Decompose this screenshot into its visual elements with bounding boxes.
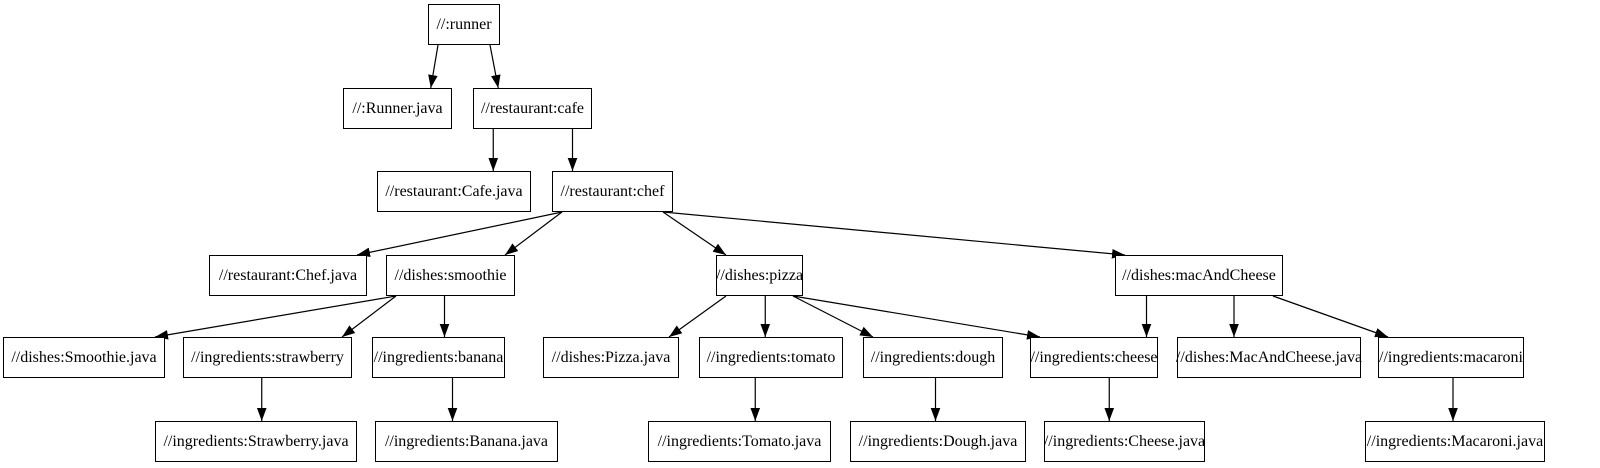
graph-node-label: //ingredients:Banana.java — [384, 433, 549, 450]
graph-node-chef_java: //restaurant:Chef.java — [209, 255, 367, 296]
graph-edge-chef--pizza — [662, 211, 727, 256]
graph-node-label: //ingredients:macaroni — [1379, 349, 1523, 366]
graph-node-chef: //restaurant:chef — [552, 171, 673, 212]
graph-node-dough_java: //ingredients:Dough.java — [850, 421, 1026, 462]
graph-node-label: //ingredients:banana — [373, 349, 504, 366]
graph-node-strawberry: //ingredients:strawberry — [183, 337, 352, 378]
graph-node-label: //restaurant:chef — [560, 183, 665, 200]
graph-node-label: //:Runner.java — [352, 100, 443, 117]
graph-edge-runner--cafe — [489, 44, 501, 89]
graph-node-label: //dishes:Smoothie.java — [11, 349, 157, 366]
edge-lines-group — [154, 44, 1458, 421]
graph-node-runner: //:runner — [428, 4, 500, 45]
graph-node-cheese: //ingredients:cheese — [1030, 337, 1158, 378]
graph-node-label: //ingredients:cheese — [1030, 349, 1158, 366]
graph-node-label: //dishes:Pizza.java — [551, 349, 671, 366]
graph-edge-runner--runner_java — [428, 44, 439, 89]
graph-edge-smoothie--strawberry — [341, 295, 397, 338]
graph-node-label: //dishes:MacAndCheese.java — [1175, 349, 1363, 366]
graph-node-label: //ingredients:dough — [870, 349, 996, 366]
graph-edge-chef--smoothie — [504, 211, 563, 256]
graph-edge-smoothie--smoothie_java — [154, 295, 397, 340]
graph-node-label: //ingredients:tomato — [706, 349, 836, 366]
graph-node-tomato_java: //ingredients:Tomato.java — [648, 421, 831, 462]
graph-node-label: //restaurant:cafe — [480, 100, 585, 117]
graph-node-cafe: //restaurant:cafe — [473, 88, 592, 129]
graph-edge-pizza--pizza_java — [668, 295, 727, 338]
graph-edge-chef--chef_java — [356, 211, 563, 258]
graph-node-label: //ingredients:Macaroni.java — [1366, 433, 1544, 450]
graph-node-macaroni_java: //ingredients:Macaroni.java — [1365, 421, 1545, 462]
graph-node-label: //dishes:smoothie — [394, 267, 507, 284]
graph-node-label: //ingredients:Strawberry.java — [163, 433, 349, 450]
graph-edge-pizza--cheese — [792, 295, 1041, 340]
graph-node-macaroni: //ingredients:macaroni — [1378, 337, 1524, 378]
graph-node-smoothie: //dishes:smoothie — [386, 255, 515, 296]
graph-node-label: //dishes:macAndCheese — [1122, 267, 1276, 284]
graph-node-tomato: //ingredients:tomato — [699, 337, 843, 378]
graph-node-label: //dishes:pizza — [715, 267, 804, 284]
graph-node-cafe_java: //restaurant:Cafe.java — [377, 171, 531, 212]
graph-node-smoothie_java: //dishes:Smoothie.java — [3, 337, 165, 378]
graph-node-banana: //ingredients:banana — [372, 337, 505, 378]
graph-node-banana_java: //ingredients:Banana.java — [375, 421, 558, 462]
graph-edge-mac_and_cheese--macaroni — [1272, 295, 1389, 338]
graph-node-cheese_java: //ingredients:Cheese.java — [1044, 421, 1205, 462]
graph-node-strawberry_java: //ingredients:Strawberry.java — [155, 421, 357, 462]
graph-node-label: //ingredients:Cheese.java — [1043, 433, 1206, 450]
graph-node-dough: //ingredients:dough — [863, 337, 1003, 378]
graph-node-label: //:runner — [436, 16, 492, 33]
graph-node-label: //ingredients:strawberry — [191, 349, 344, 366]
graph-node-label: //ingredients:Tomato.java — [657, 433, 822, 450]
graph-node-runner_java: //:Runner.java — [343, 88, 452, 129]
graph-node-mac_and_cheese: //dishes:macAndCheese — [1115, 255, 1283, 296]
graph-node-label: //restaurant:Chef.java — [218, 267, 358, 284]
graph-node-pizza: //dishes:pizza — [716, 255, 803, 296]
graph-edge-chef--mac_and_cheese — [662, 211, 1126, 259]
graph-node-label: //restaurant:Cafe.java — [385, 183, 523, 200]
graph-node-label: //ingredients:Dough.java — [858, 433, 1018, 450]
graph-node-pizza_java: //dishes:Pizza.java — [543, 337, 679, 378]
graph-node-mac_and_cheese_java: //dishes:MacAndCheese.java — [1175, 337, 1363, 378]
graph-edge-pizza--dough — [792, 295, 874, 338]
